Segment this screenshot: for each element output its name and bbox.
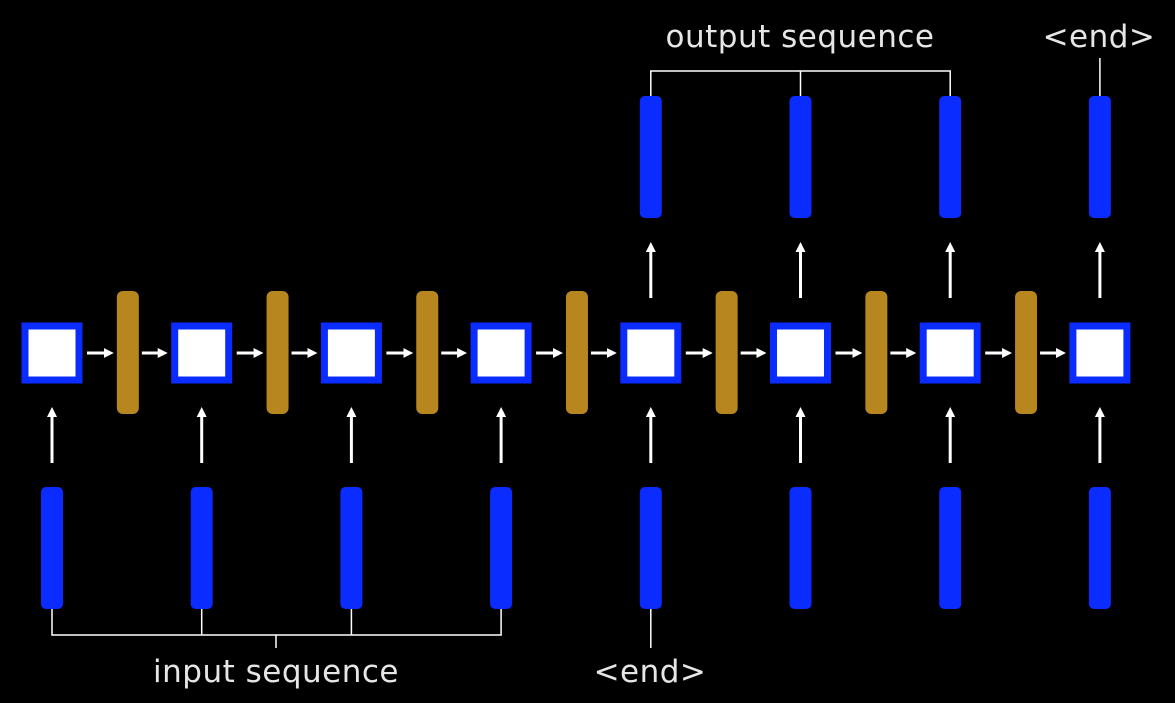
end-token-output-label: <end>	[1043, 19, 1156, 55]
input-vector-6	[789, 487, 812, 609]
hidden-state-3	[416, 291, 439, 414]
input-vector-2	[190, 487, 213, 609]
hidden-states	[116, 291, 1038, 414]
input-vectors	[41, 487, 1111, 609]
input-vector-1	[41, 487, 63, 609]
output-vector-3	[939, 96, 962, 218]
hidden-state-5	[715, 291, 738, 414]
rnn-cell-8	[1069, 322, 1131, 384]
output-vector-2	[789, 96, 812, 218]
output-sequence-label: output sequence	[666, 19, 935, 55]
input-sequence-bracket	[51, 609, 502, 636]
hidden-state-6	[865, 291, 888, 414]
arrows	[47, 242, 1105, 463]
input-vector-3	[340, 487, 363, 609]
input-vector-5	[639, 487, 662, 609]
rnn-cells	[21, 322, 1131, 384]
rnn-cell-5	[620, 322, 682, 384]
rnn-cell-4	[470, 322, 532, 384]
output-vector-4	[1088, 96, 1111, 218]
rnn-cell-3	[320, 322, 382, 384]
rnn-cell-7	[919, 322, 981, 384]
end-token-input-label: <end>	[594, 654, 707, 690]
input-vector-4	[490, 487, 513, 609]
output-vector-1	[639, 96, 662, 218]
output-vectors	[639, 96, 1111, 218]
input-vector-8	[1088, 487, 1111, 609]
brackets	[51, 58, 1101, 648]
hidden-state-7	[1015, 291, 1038, 414]
input-sequence-label: input sequence	[153, 654, 399, 690]
rnn-cell-2	[171, 322, 233, 384]
hidden-state-4	[565, 291, 588, 414]
hidden-state-1	[116, 291, 139, 414]
input-vector-7	[939, 487, 962, 609]
hidden-state-2	[266, 291, 289, 414]
rnn-cell-6	[770, 322, 831, 384]
rnn-cell-1	[21, 322, 83, 384]
